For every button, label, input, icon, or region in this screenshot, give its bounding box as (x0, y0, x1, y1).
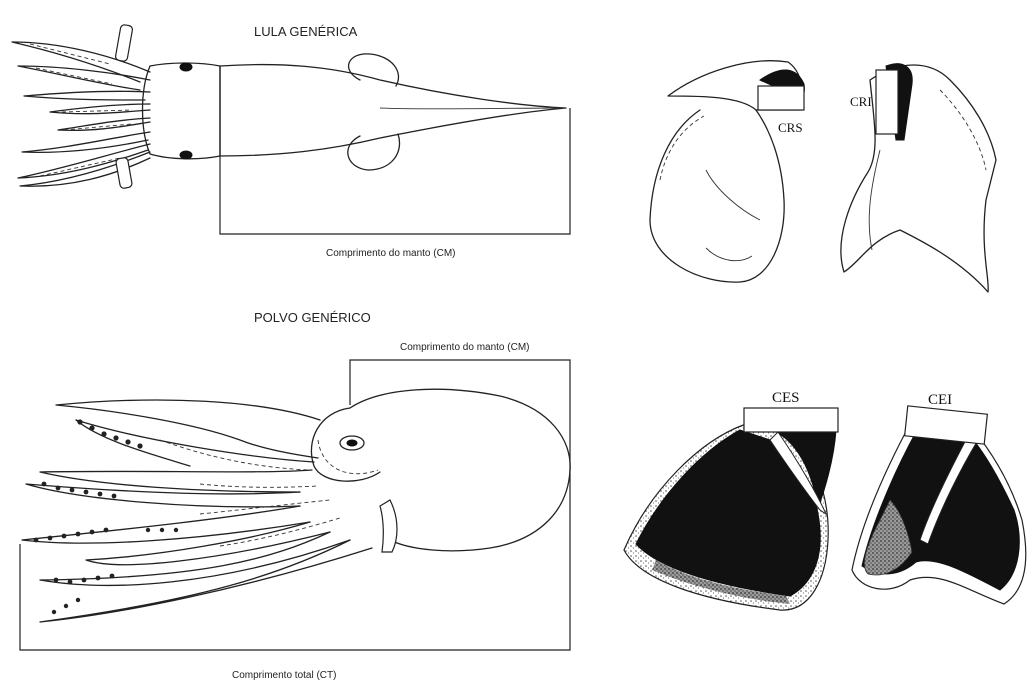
cri-marker (876, 70, 898, 134)
ces-label: CES (772, 390, 800, 406)
squid-upper-beak: CRS (650, 61, 804, 282)
squid-title: LULA GENÉRICA (254, 24, 358, 39)
squid-body (12, 24, 566, 189)
octopus-mantle-bracket (20, 360, 570, 650)
cei-label: CEI (928, 392, 952, 408)
octopus-body (22, 389, 570, 622)
crs-label: CRS (778, 120, 803, 135)
squid-mantle-label: Comprimento do manto (CM) (326, 248, 455, 259)
ces-marker (744, 408, 838, 432)
octopus-total-label: Comprimento total (CT) (232, 670, 336, 681)
squid-figure: LULA GENÉRICA (12, 24, 570, 259)
octopus-mantle-label: Comprimento do manto (CM) (400, 342, 529, 353)
squid-mantle-bracket (220, 108, 570, 234)
octopus-figure: POLVO GENÉRICO Comprimento do manto (CM)… (20, 310, 570, 681)
octopus-lower-beak: CEI (852, 392, 1026, 604)
octopus-title: POLVO GENÉRICO (254, 310, 371, 325)
octopus-upper-beak: CES (624, 390, 838, 610)
crs-marker (758, 86, 804, 110)
cri-label: CRI (850, 94, 872, 109)
squid-lower-beak: CRI (841, 64, 996, 292)
